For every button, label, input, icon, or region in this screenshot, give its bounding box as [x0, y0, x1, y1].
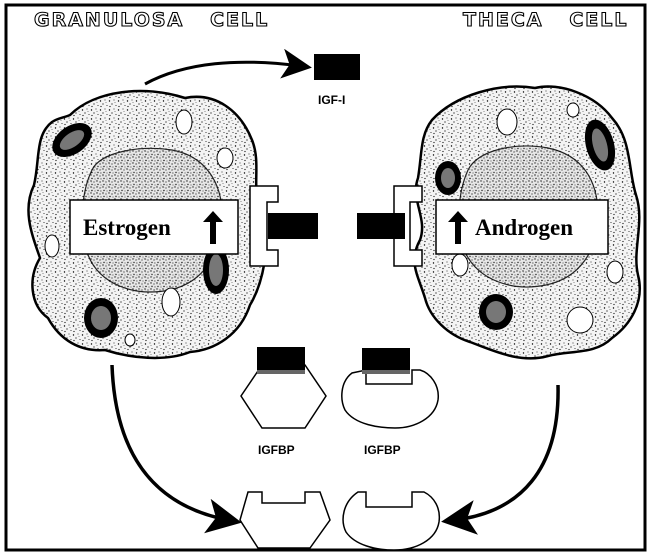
- secretion-arrow: [145, 62, 300, 84]
- igfbp-oval-free: [343, 492, 439, 550]
- granulosa-vesicle: [162, 288, 180, 316]
- theca-receptor: [357, 186, 422, 266]
- igf-i-bound-left: [268, 213, 318, 239]
- estrogen-label: Estrogen: [83, 215, 171, 240]
- igfbp-hexagon-bound: [241, 347, 326, 428]
- theca-vesicle: [497, 109, 517, 135]
- theca-vesicle: [567, 103, 579, 117]
- theca-vesicle: [567, 307, 593, 333]
- theca-to-igfbp-arrow: [455, 385, 558, 520]
- free-igf-i: [314, 54, 360, 80]
- granulosa-cell-title: GRANULOSA CELL: [34, 9, 269, 31]
- igf-i-label: IGF-I: [318, 93, 345, 107]
- estrogen-box: Estrogen: [70, 200, 238, 254]
- granulosa-vesicle: [125, 334, 135, 346]
- igfbp-label-left: IGFBP: [258, 443, 295, 457]
- igf-i-bound-right: [357, 213, 405, 239]
- granulosa-vesicle: [217, 148, 233, 168]
- granulosa-receptor: [250, 186, 318, 266]
- androgen-label: Androgen: [475, 215, 573, 240]
- granulosa-vesicle: [45, 235, 59, 257]
- granulosa-to-igfbp-arrow: [112, 365, 228, 520]
- igfbp-oval-bound: [342, 348, 438, 428]
- igfbp-hexagon-free: [240, 492, 330, 548]
- theca-cell-title: THECA CELL: [463, 9, 628, 31]
- androgen-box: Androgen: [436, 200, 608, 254]
- theca-vesicle: [452, 254, 468, 276]
- theca-vesicle: [607, 261, 623, 283]
- granulosa-vesicle: [176, 110, 192, 134]
- igfbp-label-right: IGFBP: [364, 443, 401, 457]
